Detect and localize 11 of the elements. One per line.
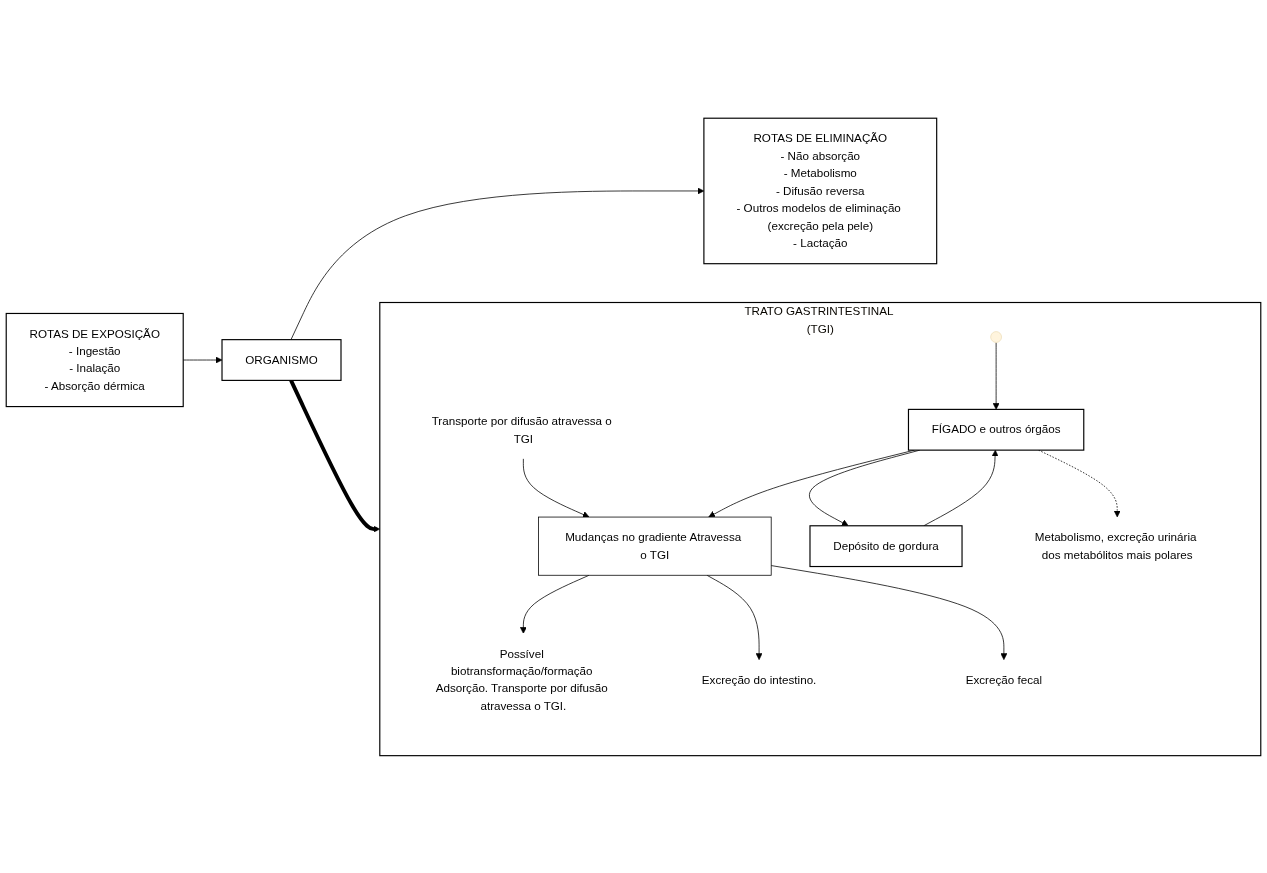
node-box: FÍGADO e outros órgãos <box>907 408 1085 451</box>
node-box: ROTAS DE ELIMINAÇÃO - Não absorção - Metabolismo - Difusão reversa - Outros modelos de eliminação (excreção pela pele) - Lactação <box>703 117 938 264</box>
node-box: Mudanças no gradiente Atravessa o TGI <box>538 516 772 576</box>
node-text: Excreção fecal <box>965 672 1043 686</box>
node-text: Transporte por difusão atravessa o TGI <box>431 413 612 445</box>
node-box: ROTAS DE EXPOSIÇÃO - Ingestão - Inalação - Absorção dérmica <box>5 312 184 407</box>
node-text: Excreção do intestino. <box>701 672 817 686</box>
node-box: ORGANISMO <box>221 338 342 381</box>
node-text: Metabolismo, excreção urinária dos metabólitos mais polares <box>1034 529 1197 561</box>
node-box: Depósito de gordura <box>809 524 963 567</box>
node-text: Possível biotransformação/formação Adsorção. Transporte por difusão atravessa o TGI. <box>435 646 608 712</box>
